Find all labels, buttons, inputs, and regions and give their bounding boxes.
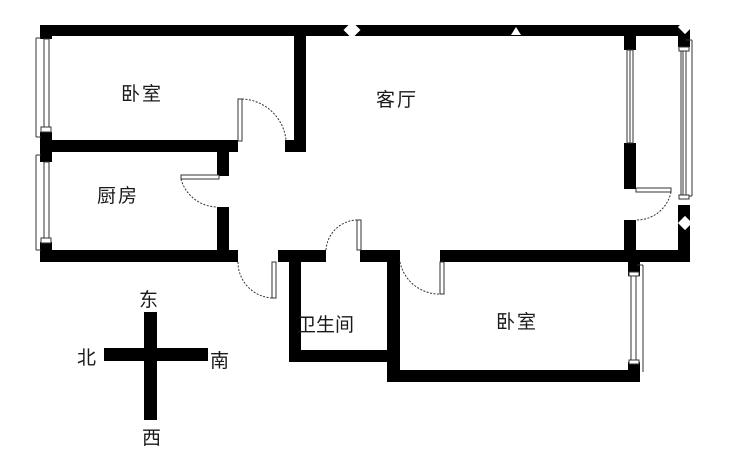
room-label-bathroom: 卫生间 [297, 314, 355, 336]
room-label-bedroom-south: 卧室 [496, 311, 539, 333]
compass-north-label: 北 [77, 347, 97, 369]
room-label-living-room: 客厅 [376, 89, 419, 111]
windows [35, 37, 693, 372]
compass [104, 312, 208, 420]
doors [180, 98, 672, 299]
pipe-marker-icon [677, 215, 693, 231]
pipe-marker-icon [677, 19, 693, 35]
compass-south-label: 南 [210, 350, 230, 372]
room-label-kitchen: 厨房 [97, 185, 140, 207]
compass-east-label: 东 [139, 289, 159, 311]
room-label-bedroom-north: 卧室 [121, 83, 164, 105]
north-marker-icon [511, 27, 521, 35]
wall-markers [343, 19, 693, 231]
compass-west-label: 西 [142, 427, 162, 449]
